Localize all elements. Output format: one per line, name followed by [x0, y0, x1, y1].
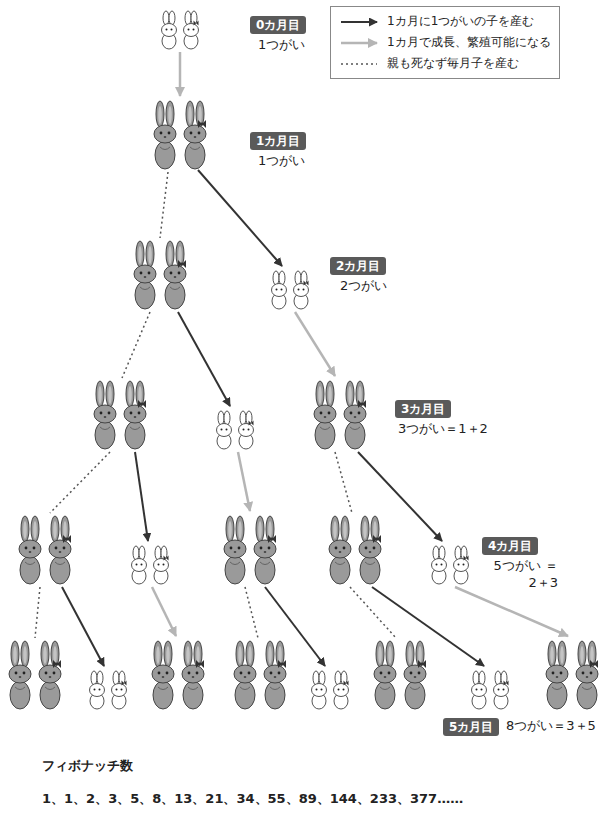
fibonacci-sequence: 1、1、2、3、5、8、13、21、34、55、89、144、233、377…… — [42, 790, 463, 808]
pair-count: 1つがい — [258, 36, 305, 53]
legend-text: 1カ月で成長、繁殖可能になる — [387, 34, 551, 51]
legend-row: 1カ月に1つがいの子を産む — [339, 11, 551, 32]
month-badge: 3カ月目 — [395, 400, 451, 418]
month-node: 4カ月目5つがい ＝2＋3 — [482, 535, 538, 555]
month-node: 2カ月目2つがい — [330, 255, 386, 275]
month-badge: 2カ月目 — [330, 257, 386, 275]
legend-text: 親も死なず毎月子を産む — [387, 55, 519, 72]
month-node: 0カ月目1つがい — [250, 14, 306, 34]
month-node: 3カ月目3つがい＝1＋2 — [395, 398, 451, 418]
legend-row: 1カ月で成長、繁殖可能になる — [339, 32, 551, 53]
legend-sample — [339, 37, 381, 49]
pair-count: 2つがい — [340, 277, 387, 294]
pair-count: 5つがい ＝2＋3 — [492, 557, 558, 591]
pair-count: 1つがい — [258, 152, 305, 169]
legend-sample — [339, 16, 381, 28]
pair-count: 3つがい＝1＋2 — [398, 420, 488, 437]
legend-sample — [339, 58, 381, 70]
month-badge: 5カ月目 — [443, 718, 499, 736]
month-badge: 1カ月目 — [250, 132, 306, 150]
legend-box: 1カ月に1つがいの子を産む 1カ月で成長、繁殖可能になる親も死なず毎月子を産む — [330, 6, 560, 79]
sequence-heading: フィボナッチ数 — [42, 757, 133, 775]
pair-count: 8つがい＝3＋5 — [506, 717, 596, 734]
month-node: 1カ月目1つがい — [250, 130, 306, 150]
legend-text: 1カ月に1つがいの子を産む — [387, 13, 534, 30]
legend-row: 親も死なず毎月子を産む — [339, 53, 551, 74]
month-badge: 0カ月目 — [250, 16, 306, 34]
month-node: 5カ月目8つがい＝3＋5 — [443, 716, 499, 736]
month-badge: 4カ月目 — [482, 537, 538, 555]
